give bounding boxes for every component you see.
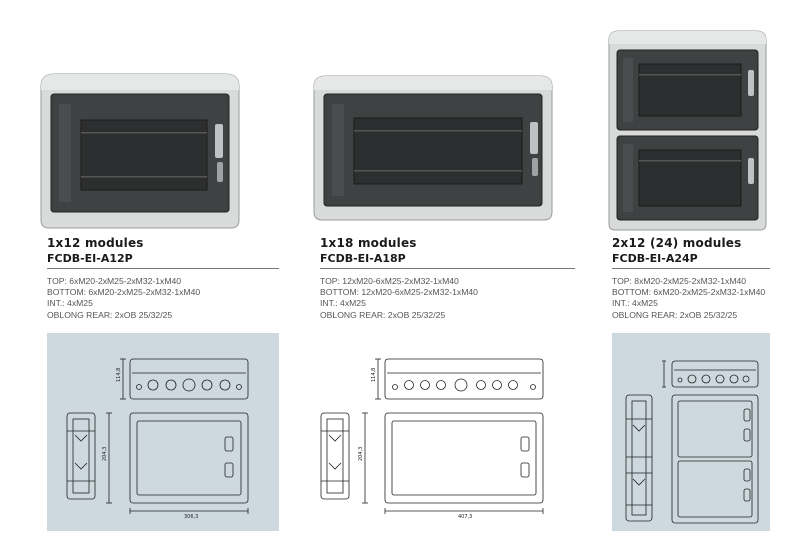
- spec-int: INT.: 4xM25: [320, 298, 366, 309]
- dim-height-label: 114,8: [371, 368, 377, 382]
- spec-list: TOP: 8xM20-2xM25-2xM32-1xM40 BOTTOM: 6xM…: [612, 276, 765, 321]
- spec-top: TOP: 6xM20-2xM25-2xM32-1xM40: [47, 276, 182, 286]
- enclosure-photo-2x12: [608, 30, 767, 231]
- spec-list: TOP: 6xM20-2xM25-2xM32-1xM40 BOTTOM: 6xM…: [47, 276, 200, 321]
- technical-drawing-2x12: [612, 333, 770, 531]
- dim-width-label: 306,3: [184, 514, 198, 520]
- spec-int: INT.: 4xM25: [612, 298, 658, 309]
- dim-height-label: 114,8: [116, 368, 122, 382]
- spec-oblong-rear: OBLONG REAR: 2xOB 25/32/25: [612, 309, 738, 320]
- spec-bottom: BOTTOM: 6xM20-2xM25-2xM32-1xM40: [612, 287, 766, 298]
- spec-bottom: BOTTOM: 6xM20-2xM25-2xM32-1xM40: [47, 287, 201, 298]
- dim-depth-label: 204,3: [102, 447, 108, 461]
- dim-depth-label: 204,3: [358, 447, 364, 461]
- divider: [612, 268, 770, 269]
- spec-oblong-rear: OBLONG REAR: 2xOB 25/32/25: [320, 309, 446, 320]
- product-code: FCDB-EI-A12P: [47, 252, 133, 265]
- enclosure-photo-1x12: [40, 73, 240, 229]
- spec-int: INT.: 4xM25: [47, 298, 93, 309]
- spec-top: TOP: 8xM20-2xM25-2xM32-1xM40: [612, 276, 747, 286]
- spec-oblong-rear: OBLONG REAR: 2xOB 25/32/25: [47, 309, 173, 320]
- product-code: FCDB-EI-A18P: [320, 252, 406, 265]
- spec-bottom: BOTTOM: 12xM20-6xM25-2xM32-1xM40: [320, 287, 478, 298]
- product-title: 1x12 modules: [47, 236, 144, 250]
- product-code: FCDB-EI-A24P: [612, 252, 698, 265]
- dim-width-label: 407,3: [458, 514, 472, 520]
- technical-drawing-1x12: 114,8 204,3 306,3: [47, 333, 279, 531]
- product-title: 2x12 (24) modules: [612, 236, 742, 250]
- divider: [320, 268, 575, 269]
- divider: [47, 268, 279, 269]
- spec-list: TOP: 12xM20-6xM25-2xM32-1xM40 BOTTOM: 12…: [320, 276, 478, 321]
- product-title: 1x18 modules: [320, 236, 417, 250]
- spec-top: TOP: 12xM20-6xM25-2xM32-1xM40: [320, 276, 459, 286]
- technical-drawing-1x18: 114,8 204,3 407,3: [305, 333, 565, 531]
- enclosure-photo-1x18: [313, 75, 553, 221]
